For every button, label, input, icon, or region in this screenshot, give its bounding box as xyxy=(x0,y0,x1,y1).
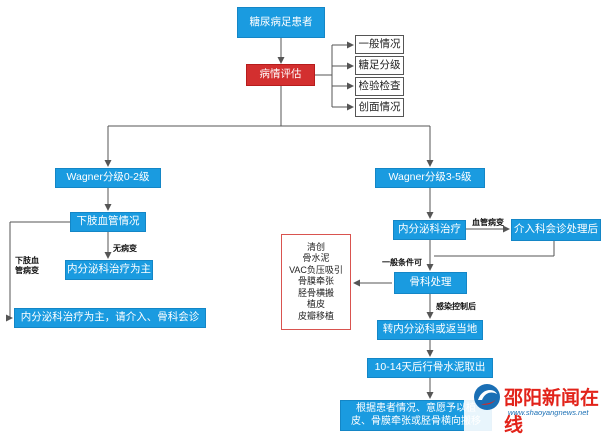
vascular-lesion-right-label: 血管病变 xyxy=(472,218,504,227)
ortho-node: 骨科处理 xyxy=(394,272,467,294)
watermark-logo: 邵阳新闻在线 www.shaoyangnews.net xyxy=(464,378,609,436)
assessment-item-wound: 创面情况 xyxy=(355,98,404,117)
transfer-node: 转内分泌科或返当地 xyxy=(377,320,483,340)
endo-node: 内分泌科治疗 xyxy=(393,220,466,240)
no-lesion-label: 无病变 xyxy=(113,244,137,253)
assessment-item-lab: 检验检查 xyxy=(355,77,404,96)
ortho-measures-box: 清创 骨水泥 VAC负压吸引 骨膜牵张 胫骨横搬 植皮 皮瓣移植 xyxy=(281,234,351,330)
general-condition-label: 一般条件可 xyxy=(382,258,422,267)
assessment-item-grade: 糖足分级 xyxy=(355,56,404,75)
watermark-title: 邵阳新闻在线 xyxy=(504,387,600,436)
interventional-node: 介入科会诊处理后 xyxy=(511,219,601,241)
infection-control-label: 感染控制后 xyxy=(436,302,476,311)
ortho-measure-graft: 植皮 xyxy=(306,299,325,310)
vascular-lesion-label: 下肢血管病变 xyxy=(15,256,39,276)
ortho-measure-cement: 骨水泥 xyxy=(302,253,330,264)
assessment-item-general: 一般情况 xyxy=(355,35,404,54)
ortho-measure-flap: 皮瓣移植 xyxy=(297,310,334,321)
ortho-measure-tibial: 胫骨横搬 xyxy=(297,287,334,298)
no-lesion-treat-node: 内分泌科治疗为主 xyxy=(65,260,153,280)
left-grade-node: Wagner分级0-2级 xyxy=(55,168,161,188)
ortho-measure-debridement: 清创 xyxy=(306,241,325,252)
ortho-measure-periosteal: 骨膜牵张 xyxy=(297,276,334,287)
lesion-treat-node: 内分泌科治疗为主，请介入、骨科会诊 xyxy=(14,308,206,328)
root-node: 糖尿病足患者 xyxy=(237,7,325,38)
vascular-node: 下肢血管情况 xyxy=(70,212,146,232)
right-grade-node: Wagner分级3-5级 xyxy=(375,168,485,188)
logo-swirl-icon xyxy=(474,384,500,410)
assessment-node: 病情评估 xyxy=(246,64,315,86)
watermark-url: www.shaoyangnews.net xyxy=(508,408,589,417)
ortho-measure-vac: VAC负压吸引 xyxy=(289,264,343,275)
cement-removal-node: 10-14天后行骨水泥取出 xyxy=(367,358,493,378)
